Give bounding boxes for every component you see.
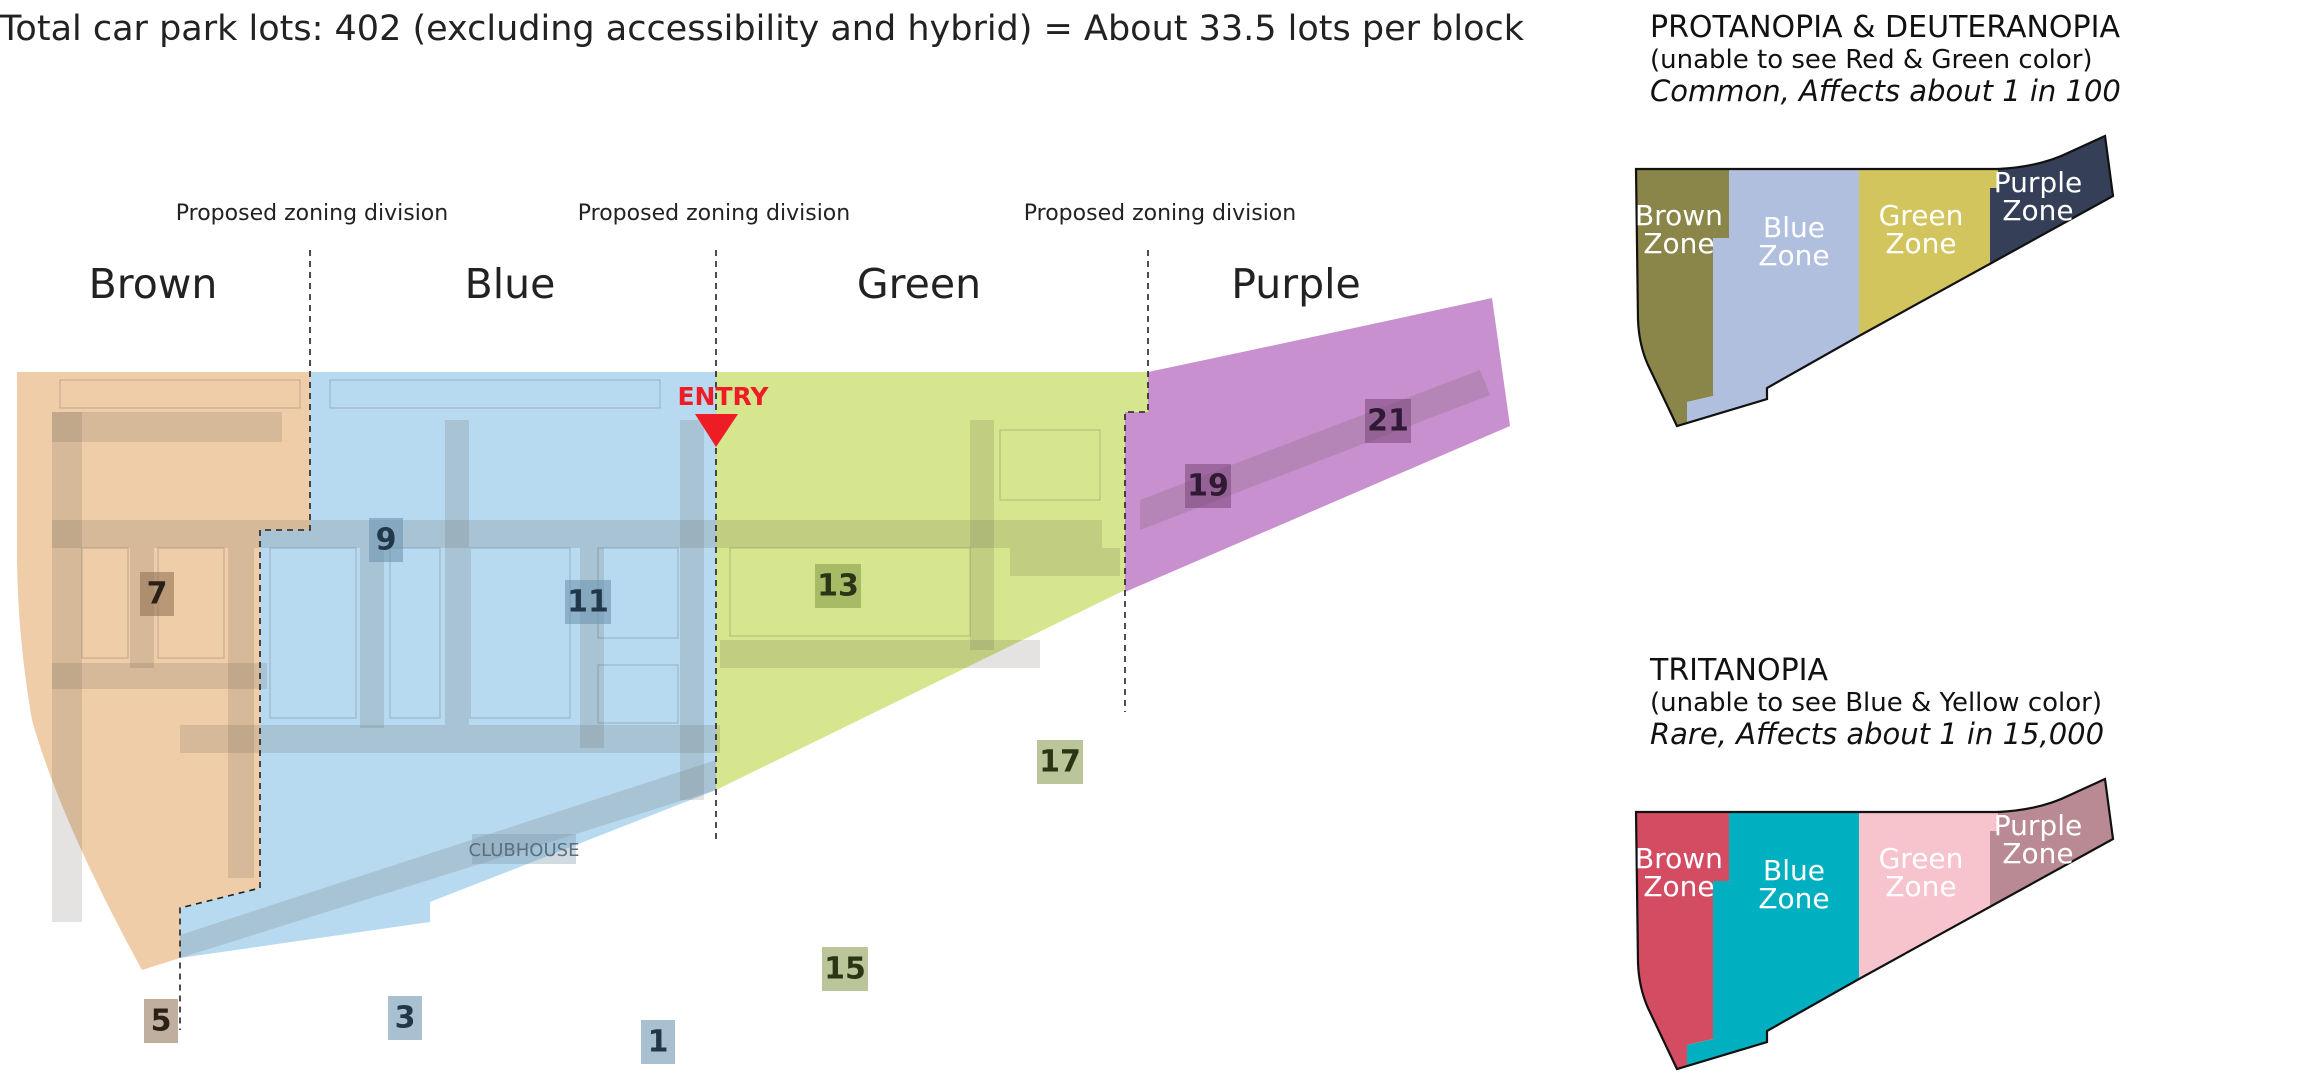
protanopia-legend: PROTANOPIA & DEUTERANOPIA (unable to see…	[1634, 10, 2121, 428]
block-number: 5	[151, 1004, 172, 1039]
division-lines	[179, 250, 1149, 1030]
mini-zone-label-brown-2: Zone	[1643, 870, 1714, 903]
mini-zone-label-blue: Blue	[1763, 854, 1825, 887]
mini-zone-purple	[1990, 136, 2113, 265]
mini-zone-label-green-2: Zone	[1885, 870, 1956, 903]
mini-zone-green	[1859, 169, 1998, 336]
block-tag	[565, 580, 611, 624]
mini-zone-label-brown: Brown	[1635, 842, 1723, 875]
page-title: Total car park lots: 402 (excluding acce…	[0, 9, 1525, 49]
zone-label-purple: Purple	[1231, 260, 1361, 308]
mini-zone-label-green: Green	[1879, 199, 1964, 232]
mini-zone-label-brown-2: Zone	[1643, 227, 1714, 260]
block-tag	[815, 564, 861, 608]
mini-zone-label-green-2: Zone	[1885, 227, 1956, 260]
block-number: 19	[1187, 469, 1229, 504]
block-tag	[1185, 464, 1231, 508]
mini-zone-green	[1859, 812, 1998, 979]
mini-outline	[1634, 134, 2115, 428]
zone-brown-area	[17, 372, 310, 970]
clubhouse-label: CLUBHOUSE	[469, 840, 580, 861]
mini-zone-label-purple-2: Zone	[2002, 194, 2073, 227]
mini-zone-label-brown: Brown	[1635, 199, 1723, 232]
block-number: 17	[1039, 745, 1081, 780]
zone-purple-area	[1125, 298, 1510, 592]
mini-zone-label-blue-2: Zone	[1758, 239, 1829, 272]
zone-blue-area	[180, 372, 716, 958]
block-tag	[822, 947, 868, 991]
protanopia-frequency: Common, Affects about 1 in 100	[1650, 74, 2121, 108]
block-number: 21	[1367, 404, 1409, 439]
tritanopia-subtitle: (unable to see Blue & Yellow color)	[1650, 688, 2102, 718]
block-number: 11	[567, 585, 609, 620]
protanopia-subtitle: (unable to see Red & Green color)	[1650, 45, 2093, 75]
entry-arrow-icon	[695, 414, 738, 447]
zone-label-brown: Brown	[89, 260, 218, 308]
clubhouse-marker	[472, 834, 576, 864]
block-number: 13	[817, 569, 859, 604]
tritanopia-legend: TRITANOPIA (unable to see Blue & Yellow …	[1634, 653, 2115, 1071]
roads	[52, 370, 1490, 958]
block-number: 1	[648, 1025, 669, 1060]
mini-zone-label-green: Green	[1879, 842, 1964, 875]
zone-green-area	[716, 372, 1148, 790]
block-number: 7	[147, 577, 168, 612]
protanopia-heading: PROTANOPIA & DEUTERANOPIA	[1650, 10, 2120, 45]
mini-zone-brown	[1636, 169, 1729, 426]
zone-label-green: Green	[857, 260, 981, 308]
entry-label: ENTRY	[677, 382, 769, 411]
mini-zone-purple	[1990, 779, 2113, 908]
tritanopia-frequency: Rare, Affects about 1 in 15,000	[1650, 717, 2104, 751]
zone-label-blue: Blue	[465, 260, 556, 308]
site-plan: Proposed zoning division Proposed zoning…	[17, 201, 1510, 1064]
block-number: 9	[376, 523, 397, 558]
division-label-2: Proposed zoning division	[578, 201, 850, 226]
mini-zone-brown	[1636, 812, 1729, 1069]
block-tag	[144, 999, 178, 1043]
block-tag	[388, 996, 422, 1040]
tritanopia-heading: TRITANOPIA	[1649, 653, 1829, 688]
block-number: 3	[395, 1001, 416, 1036]
parking-stalls	[59, 379, 1101, 724]
block-tag	[369, 518, 403, 562]
mini-zone-label-purple-2: Zone	[2002, 837, 2073, 870]
mini-zone-label-purple: Purple	[1994, 809, 2082, 842]
block-tag	[1365, 399, 1411, 443]
block-tag	[641, 1020, 675, 1064]
mini-outline	[1634, 777, 2115, 1071]
block-number: 15	[824, 952, 866, 987]
division-label-3: Proposed zoning division	[1024, 201, 1296, 226]
mini-zone-label-blue-2: Zone	[1758, 882, 1829, 915]
block-tag	[1037, 740, 1083, 784]
mini-zone-label-blue: Blue	[1763, 211, 1825, 244]
mini-zone-label-purple: Purple	[1994, 166, 2082, 199]
division-label-1: Proposed zoning division	[176, 201, 448, 226]
block-tag	[140, 572, 174, 616]
